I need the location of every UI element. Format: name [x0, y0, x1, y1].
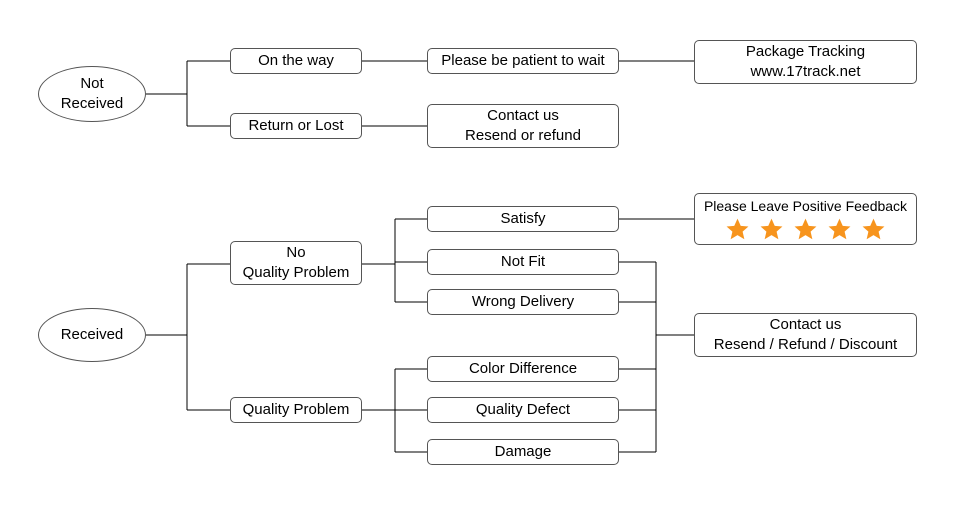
quality-defect-node: Quality Defect [427, 397, 619, 423]
damage-node: Damage [427, 439, 619, 465]
contact-us-label: Contact us [487, 107, 559, 124]
wrong-delivery-label: Wrong Delivery [471, 293, 575, 310]
quality-problem-node: Quality Problem [230, 397, 362, 423]
resend-or-refund-label: Resend or refund [465, 127, 581, 144]
star-icon [760, 218, 783, 239]
patient-wait-label: Please be patient to wait [441, 52, 605, 69]
star-icon [828, 218, 851, 239]
color-difference-label: Color Difference [468, 360, 578, 377]
not-received-line-2: Received [60, 95, 124, 112]
on-the-way-node: On the way [230, 48, 362, 74]
no-quality-problem-node: No Quality Problem [230, 241, 362, 285]
on-the-way-label: On the way [258, 52, 334, 69]
star-icon [862, 218, 885, 239]
patient-wait-node: Please be patient to wait [427, 48, 619, 74]
color-difference-node: Color Difference [427, 356, 619, 382]
not-received-line-1: Not [80, 75, 104, 92]
no-quality-line-2: Quality Problem [242, 264, 350, 281]
package-tracking-node: Package Tracking www.17track.net [694, 40, 917, 84]
quality-problem-label: Quality Problem [242, 401, 350, 418]
not-received-node: Not Received [38, 66, 146, 122]
contact-resend-refund-node: Contact us Resend or refund [427, 104, 619, 148]
damage-label: Damage [494, 443, 552, 460]
satisfy-label: Satisfy [500, 210, 546, 227]
positive-feedback-node: Please Leave Positive Feedback [694, 193, 917, 245]
contact-resend-refund-discount-node: Contact us Resend / Refund / Discount [694, 313, 917, 357]
resend-refund-discount-label: Resend / Refund / Discount [713, 336, 898, 353]
return-or-lost-node: Return or Lost [230, 113, 362, 139]
not-fit-node: Not Fit [427, 249, 619, 275]
return-or-lost-label: Return or Lost [248, 117, 344, 134]
positive-feedback-label: Please Leave Positive Feedback [703, 197, 908, 214]
contact-us-label: Contact us [769, 316, 842, 333]
satisfy-node: Satisfy [427, 206, 619, 232]
star-icon [726, 218, 749, 239]
received-label: Received [60, 326, 124, 343]
no-quality-line-1: No [286, 244, 306, 261]
star-icon [794, 218, 817, 239]
received-node: Received [38, 308, 146, 362]
package-tracking-title: Package Tracking [745, 43, 866, 60]
quality-defect-label: Quality Defect [475, 401, 571, 418]
rating-stars [725, 217, 886, 242]
not-fit-label: Not Fit [500, 253, 546, 270]
package-tracking-url: www.17track.net [750, 63, 861, 80]
wrong-delivery-node: Wrong Delivery [427, 289, 619, 315]
